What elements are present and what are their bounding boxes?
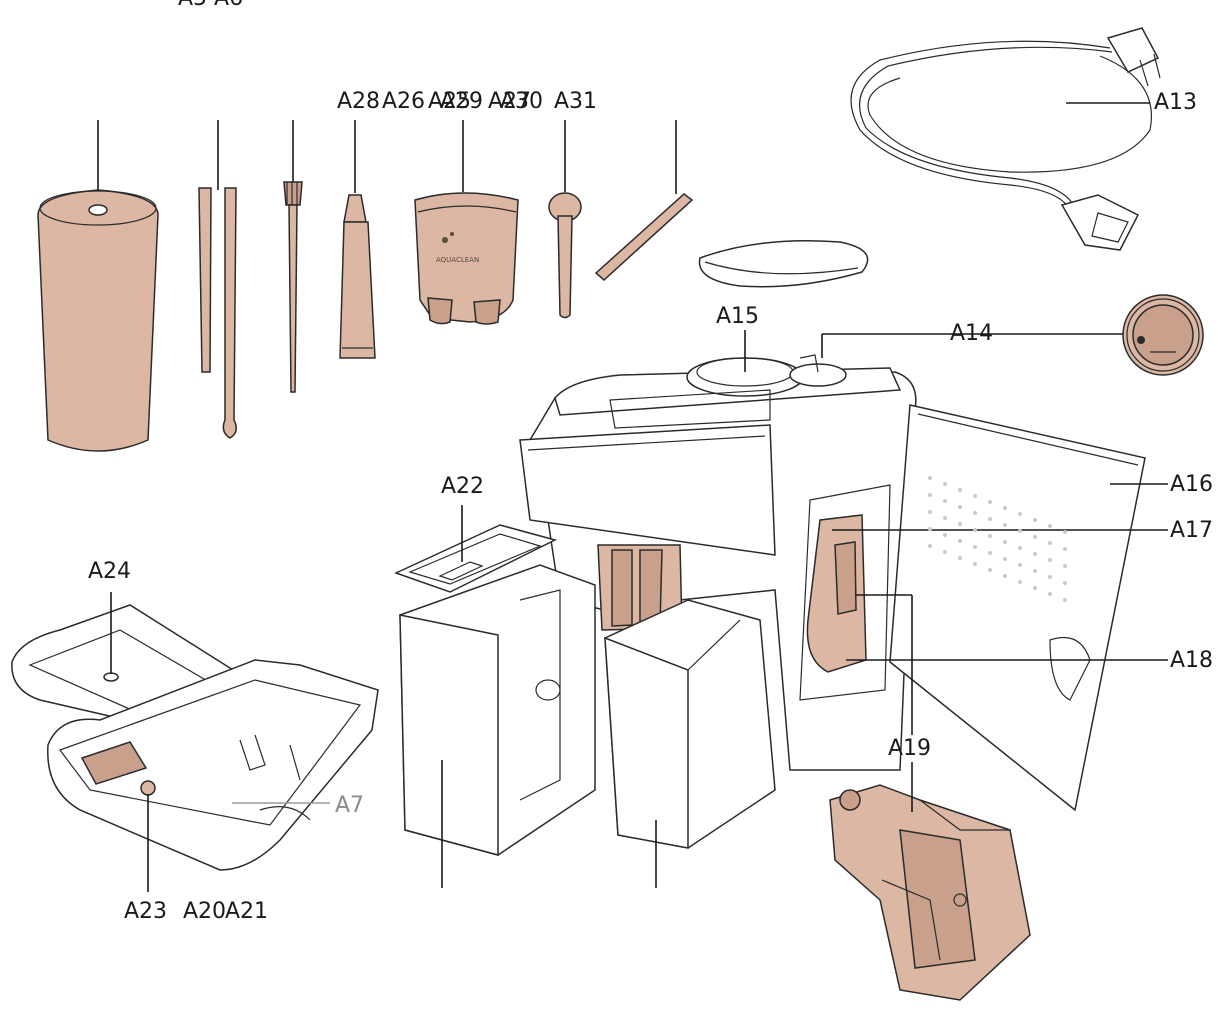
accessory-leader-lines bbox=[97, 120, 677, 195]
label-a17: A17 bbox=[1170, 518, 1214, 543]
grind-dial-part bbox=[1001, 294, 1204, 376]
grounds-container-part bbox=[597, 544, 776, 888]
label-a18: A18 bbox=[1170, 648, 1214, 673]
cleaning-brush-part bbox=[283, 181, 303, 393]
svg-text:AQUACLEAN: AQUACLEAN bbox=[436, 256, 479, 264]
water-filter-part: AQUACLEAN bbox=[414, 192, 519, 325]
label-top-partial: A5 A6 bbox=[178, 0, 243, 10]
label-a22: A22 bbox=[441, 474, 485, 499]
milk-jug-part bbox=[37, 189, 159, 452]
label-a27: A27 bbox=[488, 89, 532, 114]
label-a19: A19 bbox=[888, 736, 932, 761]
label-a29: A29 bbox=[440, 89, 484, 114]
label-a7: A7 bbox=[335, 793, 365, 818]
tank-lid-part bbox=[698, 240, 869, 288]
label-a13: A13 bbox=[1154, 90, 1198, 115]
drip-tray-base-part bbox=[47, 659, 379, 892]
label-a26: A26 bbox=[382, 89, 426, 114]
brew-group-removed bbox=[829, 762, 1031, 1001]
test-strip-part bbox=[594, 193, 694, 282]
cleaning-tubes-part bbox=[198, 187, 237, 439]
label-a16: A16 bbox=[1170, 472, 1214, 497]
label-a30: A30 bbox=[500, 89, 544, 114]
label-a28: A28 bbox=[337, 89, 381, 114]
label-a31: A31 bbox=[554, 89, 598, 114]
door-vent-pattern bbox=[928, 476, 1067, 602]
machine-body bbox=[519, 330, 1001, 771]
label-a15: A15 bbox=[716, 304, 760, 329]
water-tank-part bbox=[399, 564, 596, 888]
label-a24: A24 bbox=[88, 559, 132, 584]
label-a20: A20 bbox=[183, 899, 227, 924]
drip-tray-insert-part bbox=[394, 505, 558, 593]
brew-group-installed bbox=[799, 484, 1168, 735]
label-a14: A14 bbox=[950, 321, 994, 346]
service-door-part bbox=[889, 404, 1168, 812]
label-a23: A23 bbox=[124, 899, 168, 924]
label-a25: A25 bbox=[428, 89, 472, 114]
power-cord-part bbox=[850, 27, 1161, 251]
measuring-spoon-part bbox=[548, 192, 582, 319]
label-a21: A21 bbox=[225, 899, 269, 924]
grease-tube-part bbox=[339, 194, 376, 359]
